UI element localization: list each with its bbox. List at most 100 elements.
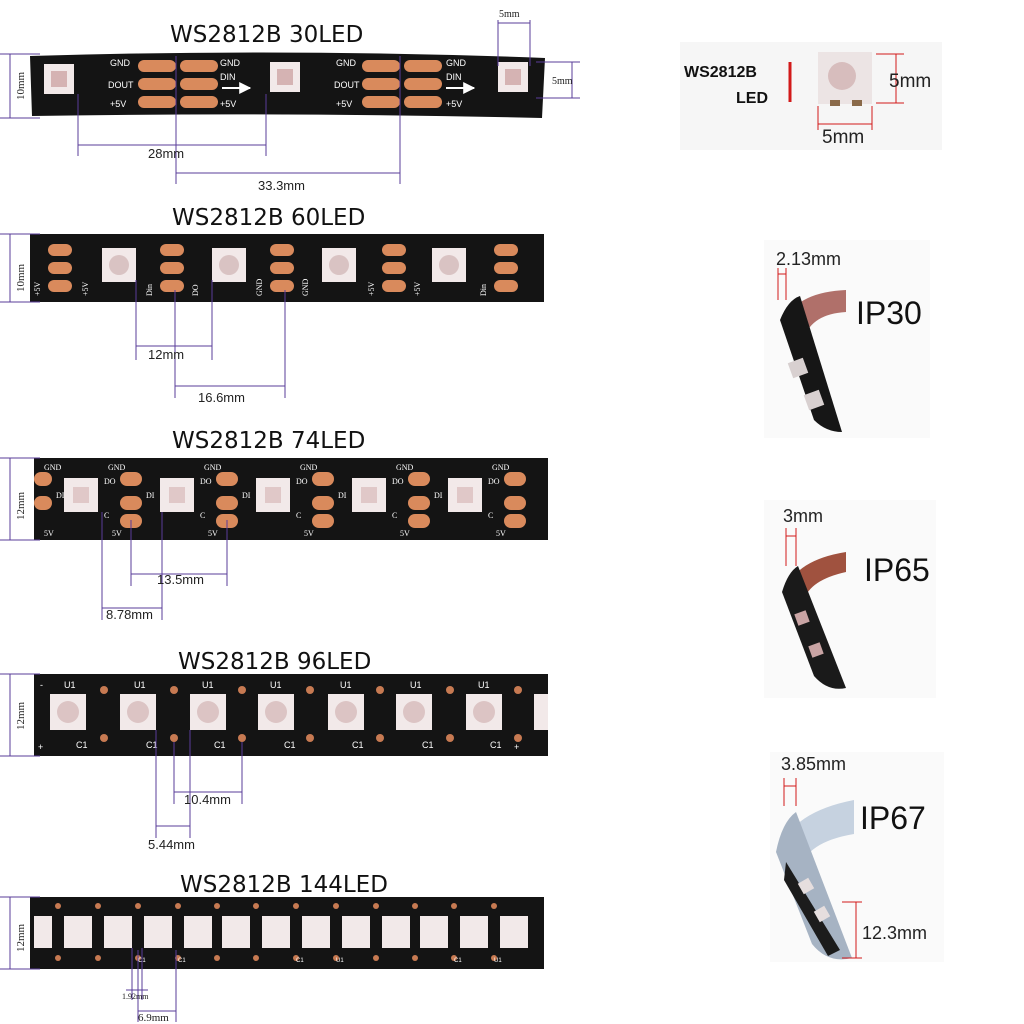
svg-text:GND: GND <box>492 463 510 472</box>
svg-text:DIN: DIN <box>446 72 462 82</box>
svg-text:GND: GND <box>396 463 414 472</box>
svg-text:U1: U1 <box>64 680 76 690</box>
svg-text:GND: GND <box>300 463 318 472</box>
thickness-label: 2.13mm <box>776 249 841 269</box>
strip-pads <box>138 60 442 108</box>
svg-text:+5V: +5V <box>110 99 126 109</box>
strip-width-label: 12mm <box>15 491 27 520</box>
svg-text:C1: C1 <box>352 740 364 750</box>
dimension-label: 6.9mm <box>138 1012 169 1024</box>
svg-text:GND: GND <box>336 58 357 68</box>
svg-text:+: + <box>38 742 43 752</box>
svg-text:C1: C1 <box>178 958 186 964</box>
chip-height-label: 5mm <box>889 71 931 92</box>
strip-pads <box>55 903 497 961</box>
svg-text:DI: DI <box>146 491 155 500</box>
ip-rating-label: IP30 <box>856 295 922 331</box>
svg-text:+5V: +5V <box>220 99 236 109</box>
strip-width-label: 12mm <box>15 923 27 952</box>
strip-title: WS2812B 74LED <box>172 428 365 454</box>
svg-text:C: C <box>296 511 301 520</box>
dimension-label: 33.3mm <box>258 178 305 193</box>
svg-text:DO: DO <box>191 284 200 296</box>
svg-text:GND: GND <box>204 463 222 472</box>
svg-text:C1: C1 <box>146 740 158 750</box>
strip-width-label: 10mm <box>15 263 27 292</box>
strip-pads <box>100 686 522 742</box>
ip-rating-label: IP67 <box>860 800 926 836</box>
chip-name-line1: WS2812B <box>684 64 757 81</box>
dimension-label: 8.78mm <box>106 607 153 622</box>
chip-width-label: 5mm <box>822 127 864 148</box>
svg-text:+5V: +5V <box>33 281 42 296</box>
strip-title: WS2812B 96LED <box>178 649 371 675</box>
svg-text:DOUT: DOUT <box>108 80 134 90</box>
svg-text:DIN: DIN <box>220 72 236 82</box>
led-chips <box>50 694 548 730</box>
dimension-label: 5mm <box>499 9 520 20</box>
pad-labels: GND DOUT +5V GND DIN +5V GND DOUT +5V GN… <box>108 58 467 109</box>
dimension-label: 16.6mm <box>198 390 245 405</box>
ip30-sample: 2.13mm IP30 <box>764 240 930 438</box>
dimension-label: 28mm <box>148 146 184 161</box>
width-label: 12.3mm <box>862 923 927 943</box>
strip-30led: WS2812B 30LED GND DOUT +5V GND DIN <box>0 9 580 193</box>
strip-pads <box>34 472 526 528</box>
svg-text:C: C <box>488 511 493 520</box>
svg-text:DO: DO <box>392 477 404 486</box>
ip65-sample: 3mm IP65 <box>764 500 936 698</box>
callout-background <box>680 42 942 150</box>
dimension-lines <box>0 233 286 398</box>
svg-text:DO: DO <box>296 477 308 486</box>
led-chips <box>64 478 482 512</box>
svg-text:GND: GND <box>220 58 241 68</box>
svg-text:5V: 5V <box>496 529 506 538</box>
dimension-lines <box>0 896 177 1022</box>
strip-title: WS2812B 30LED <box>170 22 363 48</box>
dimension-label: 13.5mm <box>157 572 204 587</box>
svg-text:C1: C1 <box>490 740 502 750</box>
dimension-label: 10.4mm <box>184 792 231 807</box>
strip-60led: WS2812B 60LED +5V +5V Din DO GND GND +5V… <box>0 205 544 405</box>
svg-text:5V: 5V <box>208 529 218 538</box>
dimension-lines <box>0 673 243 838</box>
svg-text:U1: U1 <box>410 680 422 690</box>
pad-labels: U1 U1 U1 U1 U1 U1 U1 C1 C1 C1 C1 C1 C1 C… <box>38 680 519 752</box>
svg-text:C: C <box>392 511 397 520</box>
ip-rating-label: IP65 <box>864 552 930 588</box>
svg-text:DI: DI <box>434 491 443 500</box>
pad-labels: GND GND GND GND GND GND 5V 5V 5V 5V 5V 5… <box>44 463 510 538</box>
svg-text:+5V: +5V <box>413 281 422 296</box>
svg-text:C: C <box>104 511 109 520</box>
ip67-sample: 3.85mm IP67 12.3mm <box>770 752 944 962</box>
svg-text:GND: GND <box>301 278 310 296</box>
dimension-lines <box>0 457 228 620</box>
led-chips <box>44 62 528 94</box>
dimension-label: 5mm <box>552 76 573 87</box>
led-chips <box>102 248 466 282</box>
strip-144led: WS2812B 144LED C1 C1 <box>0 872 544 1024</box>
strip-width-label: 12mm <box>15 701 27 730</box>
svg-text:DI: DI <box>56 491 65 500</box>
svg-text:U1: U1 <box>134 680 146 690</box>
pad-labels: +5V +5V Din DO GND GND +5V +5V Din <box>33 278 488 296</box>
svg-text:+5V: +5V <box>367 281 376 296</box>
thickness-label: 3mm <box>783 506 823 526</box>
svg-text:5V: 5V <box>44 529 54 538</box>
strip-pcb <box>780 296 842 432</box>
svg-text:GND: GND <box>108 463 126 472</box>
strip-tube-side <box>776 812 852 960</box>
svg-text:DO: DO <box>104 477 116 486</box>
strip-title: WS2812B 60LED <box>172 205 365 231</box>
svg-text:U1: U1 <box>494 958 502 964</box>
svg-text:Din: Din <box>145 284 154 296</box>
svg-text:Din: Din <box>479 284 488 296</box>
svg-text:DO: DO <box>488 477 500 486</box>
strip-pcb <box>784 862 840 956</box>
svg-text:GND: GND <box>446 58 467 68</box>
svg-text:DI: DI <box>242 491 251 500</box>
strip-74led: WS2812B 74LED GND GND GND GND GND GND 5V… <box>0 428 548 622</box>
svg-text:C1: C1 <box>296 958 304 964</box>
strip-title: WS2812B 144LED <box>180 872 388 898</box>
